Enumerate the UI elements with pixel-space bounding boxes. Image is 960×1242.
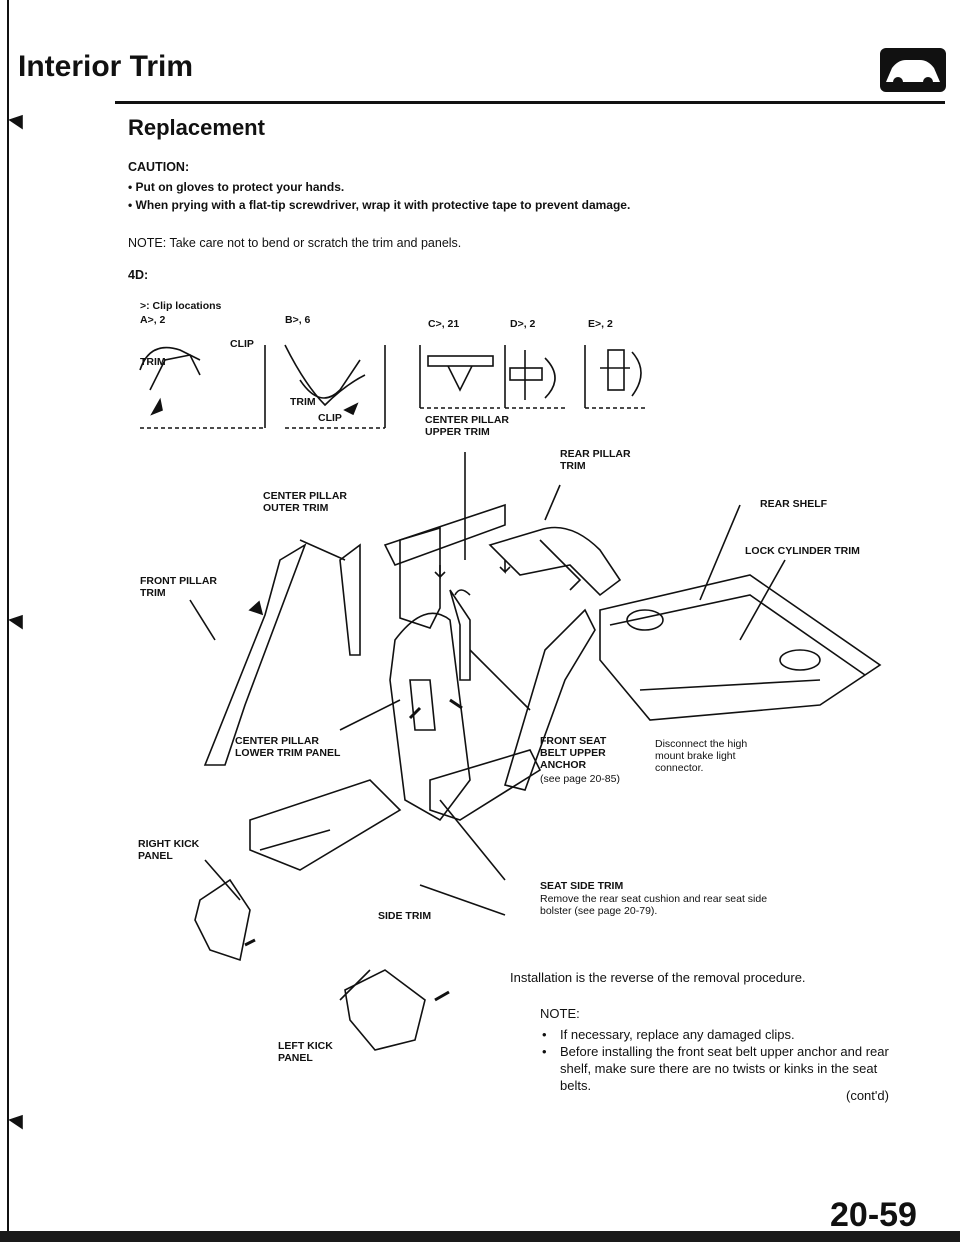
clip-legend: >: Clip locations — [140, 300, 222, 312]
clip-b-label: B>, 6 — [285, 314, 311, 326]
side-trim-label: SIDE TRIM — [378, 910, 432, 922]
caution-item: • Put on gloves to protect your hands. — [128, 180, 345, 194]
page-title: Interior Trim — [18, 50, 194, 83]
clip-a-clip-label: CLIP — [230, 338, 254, 350]
car-icon — [880, 48, 946, 92]
center-pillar-upper-label: CENTER PILLAR UPPER TRIM — [425, 414, 509, 438]
front-seat-belt-ref: (see page 20-85) — [540, 773, 620, 785]
left-kick-label: LEFT KICK PANEL — [278, 1040, 333, 1064]
note-bottom-heading: NOTE: — [540, 1006, 580, 1021]
clip-c-detail — [419, 345, 500, 409]
center-pillar-lower-label: CENTER PILLAR LOWER TRIM PANEL — [235, 735, 341, 759]
model-label: 4D: — [128, 268, 149, 282]
clip-b-trim-label: TRIM — [290, 396, 316, 408]
note-text: NOTE: Take care not to bend or scratch t… — [128, 236, 462, 250]
seat-side-note: Remove the rear seat cushion and rear se… — [540, 893, 768, 917]
clip-e-detail — [584, 345, 648, 409]
clip-d-label: D>, 2 — [510, 318, 536, 330]
seat-side-label: SEAT SIDE TRIM — [540, 880, 624, 892]
clip-c-label: C>, 21 — [428, 318, 460, 330]
note-bottom-list: If necessary, replace any damaged clips.… — [540, 1026, 900, 1094]
caution-item: • When prying with a flat-tip screwdrive… — [128, 198, 631, 212]
front-pillar-label: FRONT PILLAR TRIM — [140, 575, 217, 599]
lock-cylinder-label: LOCK CYLINDER TRIM — [745, 545, 860, 557]
clip-b-clip-label: CLIP — [318, 412, 342, 424]
note-item: If necessary, replace any damaged clips. — [540, 1026, 900, 1043]
clip-d-detail — [504, 345, 565, 409]
disconnect-note: Disconnect the high mount brake light co… — [655, 738, 748, 774]
caution-heading: CAUTION: — [128, 160, 190, 174]
rear-shelf-label: REAR SHELF — [760, 498, 828, 510]
rear-pillar-label: REAR PILLAR TRIM — [560, 448, 631, 472]
front-seat-belt-label: FRONT SEAT BELT UPPER ANCHOR — [540, 735, 607, 771]
title-rule — [115, 101, 945, 104]
clip-a-label: A>, 2 — [140, 314, 166, 326]
section-heading: Replacement — [128, 115, 265, 140]
clip-a-detail — [139, 345, 266, 429]
note-item: Before installing the front seat belt up… — [540, 1043, 900, 1094]
clip-a-trim-label: TRIM — [140, 356, 166, 368]
installation-text: Installation is the reverse of the remov… — [510, 970, 806, 985]
footer-bar — [0, 1231, 960, 1242]
contd-label: (cont'd) — [846, 1088, 889, 1103]
clip-e-label: E>, 2 — [588, 318, 613, 330]
clip-b-detail — [284, 344, 386, 429]
page-number: 20-59 — [830, 1196, 917, 1234]
center-pillar-outer-label: CENTER PILLAR OUTER TRIM — [263, 490, 347, 514]
right-kick-label: RIGHT KICK PANEL — [138, 838, 200, 862]
